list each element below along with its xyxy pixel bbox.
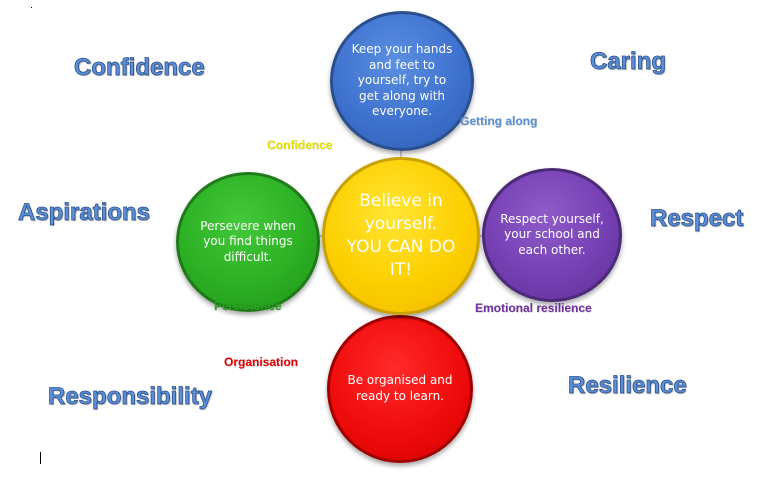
circle-organisation-text: Be organised and ready to learn. (347, 373, 453, 403)
circle-getting-along: Keep your hands and feet to yourself, tr… (330, 11, 474, 151)
circle-organisation: Be organised and ready to learn. (327, 315, 473, 463)
tag-persistence: Persistence (214, 299, 282, 313)
value-resilience: Resilience (568, 372, 688, 400)
stray-dot (31, 7, 32, 8)
value-caring: Caring (590, 48, 667, 76)
circle-persistence-text: Persevere when you find things difficult… (200, 218, 296, 264)
value-responsibility: Responsibility (48, 383, 213, 411)
center-text: Believe in yourself. YOU CAN DO IT! (346, 191, 456, 280)
text-cursor (40, 452, 41, 464)
tag-getting-along: Getting along (460, 114, 538, 128)
circle-center-confidence: Believe in yourself. YOU CAN DO IT! (322, 157, 480, 315)
value-respect: Respect (650, 205, 744, 233)
value-confidence: Confidence (74, 54, 205, 82)
circle-emotional-resilience-text: Respect yourself, your school and each o… (500, 211, 604, 257)
circle-emotional-resilience: Respect yourself, your school and each o… (482, 168, 622, 302)
circle-persistence: Persevere when you find things difficult… (176, 172, 320, 312)
value-aspirations: Aspirations (18, 199, 151, 227)
tag-organisation: Organisation (224, 355, 299, 369)
tag-emotional-resilience: Emotional resilience (475, 301, 592, 315)
circle-getting-along-text: Keep your hands and feet to yourself, tr… (351, 42, 453, 119)
tag-confidence: Confidence (267, 138, 333, 152)
